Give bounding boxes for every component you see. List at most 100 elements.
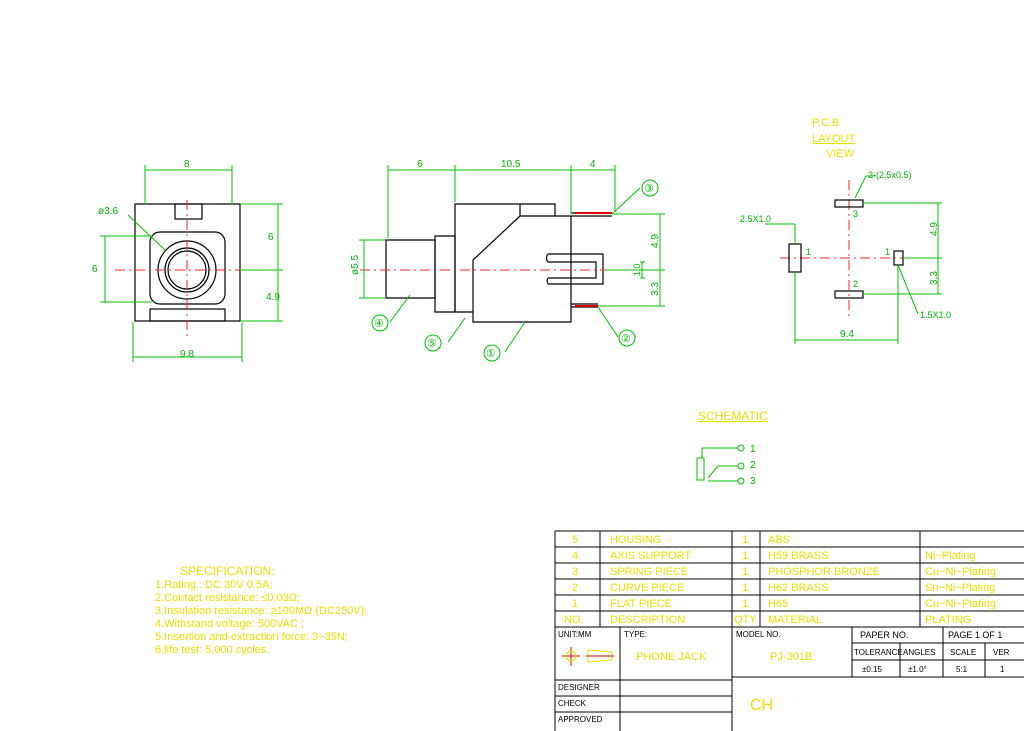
front-dim-right-upper: 6	[268, 232, 274, 243]
bom-row-1-no: 1	[572, 598, 578, 610]
schematic-pin-3: 3	[750, 476, 756, 487]
bom-row-5-material: ABS	[768, 534, 790, 546]
bom-row-5-desc: HOUSING	[610, 534, 661, 546]
side-view: ③ ④ ⑤ ① ② 6 10.5 4 ø5.5 4.9 1.0 3.3	[350, 159, 665, 362]
side-dim-b: 10.5	[501, 159, 521, 170]
pcb-title-1: P.C.B	[812, 117, 839, 129]
front-dim-bottom: 9.8	[180, 349, 194, 360]
tb-check: CHECK	[558, 699, 587, 708]
schematic-pin-1: 1	[750, 444, 756, 455]
tb-type-label: TYPE:	[624, 630, 647, 639]
side-flange	[434, 235, 456, 313]
bom-header-desc: DESCRIPTION	[610, 614, 685, 626]
front-view: 8 9.8 6 6 4.9 ø3.6	[92, 159, 283, 362]
bom-row-3-desc: SPRING PIECE	[610, 566, 688, 578]
spec-title: SPECIFICATION:	[180, 564, 274, 578]
side-barrel	[385, 239, 436, 299]
bom-row-3-plating: Cu~Ni~Plating	[925, 566, 996, 578]
bom-header-material: MATERIAL	[768, 614, 822, 626]
bom-row-4-material: H59 BRASS	[768, 550, 829, 562]
callout-5: ⑤	[427, 338, 437, 350]
pcb-pad-top-label: 2-(2.5x0.5)	[868, 170, 912, 180]
tb-tol-value: ±0.15	[862, 665, 883, 674]
callout-2: ②	[621, 333, 631, 345]
bom-row-3-material: PHOSPHOR BRONZE	[768, 566, 880, 578]
bom-row-4-qty: 1	[742, 550, 748, 562]
front-dim-right-lower: 4.9	[266, 292, 280, 303]
front-dim-top: 8	[184, 159, 190, 170]
bom-header-plating: PLATING	[925, 614, 971, 626]
schematic-title: SCHEMATIC	[698, 409, 768, 423]
spec-item-1: 1.Rating : DC 30V 0.5A;	[155, 579, 272, 591]
tb-scale-label: SCALE	[950, 648, 976, 657]
tb-paper-no: PAPER NO.	[860, 630, 908, 640]
bom-row-5-qty: 1	[742, 534, 748, 546]
bom-row-2-qty: 1	[742, 582, 748, 594]
side-dim-pin-upper: 4.9	[650, 234, 661, 248]
projection-symbol-icon	[562, 647, 614, 666]
spec-item-2: 2.Contact resistance: ≤0.03Ω;	[155, 592, 300, 604]
pcb-dim-lower: 3.3	[929, 271, 940, 285]
bom-header-no: NO.	[564, 614, 584, 626]
bom-row-4-desc: AXIS SUPPORT	[610, 550, 691, 562]
tb-ver-label: VER	[993, 648, 1010, 657]
side-dim-dia: ø5.5	[350, 255, 361, 275]
tb-ver-value: 1	[1000, 665, 1005, 674]
tb-ang-value: ±1.0°	[908, 665, 927, 674]
spec-item-3: 3.Insulation resistance: ≥100MΩ (DC250V)…	[155, 605, 367, 617]
spec-item-4: 4.Withstand voltage: 500VAC ;	[155, 618, 304, 630]
callout-3: ③	[644, 183, 654, 195]
pcb-dim-upper: 4.9	[929, 222, 940, 236]
bom-row-1-material: H65	[768, 598, 788, 610]
bom-row-1-plating: Cu~Ni~Plating	[925, 598, 996, 610]
tb-designer: DESIGNER	[558, 683, 600, 692]
bom-row-4-plating: Ni~Plating	[925, 550, 975, 562]
front-dim-left: 6	[92, 264, 98, 275]
pcb-pad-left-label: 2.5X1.0	[740, 214, 771, 224]
schematic-pin-2: 2	[750, 460, 756, 471]
pcb-layout-view: P.C.B LAYOUT VIEW 2-(2.5x0.5) 2.5X1.0 1.…	[740, 117, 951, 344]
side-dim-pin-lower: 3.3	[650, 282, 661, 296]
side-pin-loop	[548, 253, 604, 285]
side-slope	[472, 215, 521, 312]
title-block: UNIT:MM TYPE: PHONE JACK MODEL NO. PJ-30…	[555, 627, 1024, 731]
front-dim-hole: ø3.6	[98, 206, 118, 217]
pcb-pin-2: 2	[853, 279, 858, 289]
bom-row-5-no: 5	[572, 534, 578, 546]
bom-table: 5 HOUSING 1 ABS 4 AXIS SUPPORT 1 H59 BRA…	[554, 530, 1024, 731]
tb-model-value: PJ-301B	[770, 651, 812, 663]
tb-type-value: PHONE JACK	[636, 651, 707, 663]
side-dim-c: 4	[590, 159, 596, 170]
bom-row-3-no: 3	[572, 566, 578, 578]
tb-tolerance-label: TOLERANCE	[854, 648, 903, 657]
bom-header-qty: QTY	[734, 614, 757, 626]
pcb-dim-width: 9.4	[840, 329, 854, 340]
tb-scale-value: 5:1	[956, 665, 968, 674]
front-top-notch	[174, 203, 203, 220]
side-housing	[454, 203, 572, 323]
bom-row-1-desc: FLAT PIECE	[610, 598, 672, 610]
bom-row-2-desc: CURVE PIECE	[610, 582, 684, 594]
tb-model-label: MODEL NO.	[736, 630, 781, 639]
tb-angles-label: ANGLES	[903, 648, 935, 657]
side-dim-pin-mid: 1.0	[632, 263, 642, 276]
pcb-pin-1-right: 1	[885, 247, 890, 257]
callout-1: ①	[486, 348, 496, 360]
bom-row-1-qty: 1	[742, 598, 748, 610]
tb-approved: APPROVED	[558, 715, 603, 724]
bom-row-2-plating: Sn~Ni~Plating	[925, 582, 995, 594]
spec-item-5: 5.Insertion and extraction force: 3~35N;	[155, 631, 348, 643]
pcb-pad-right-label: 1.5X1.0	[920, 310, 951, 320]
side-dim-a: 6	[417, 159, 423, 170]
schematic: SCHEMATIC 1 2 3	[696, 409, 768, 487]
pcb-pin-3: 3	[853, 209, 858, 219]
bom-row-3-qty: 1	[742, 566, 748, 578]
callout-4: ④	[374, 318, 384, 330]
pcb-title-2: LAYOUT	[812, 133, 855, 145]
specification: SPECIFICATION: 1.Rating : DC 30V 0.5A; 2…	[155, 564, 367, 656]
bom-row-4-no: 4	[572, 550, 578, 562]
pcb-title-3: VIEW	[826, 148, 855, 160]
tb-page: PAGE 1 OF 1	[948, 630, 1002, 640]
pcb-pin-1-left: 1	[806, 247, 811, 257]
